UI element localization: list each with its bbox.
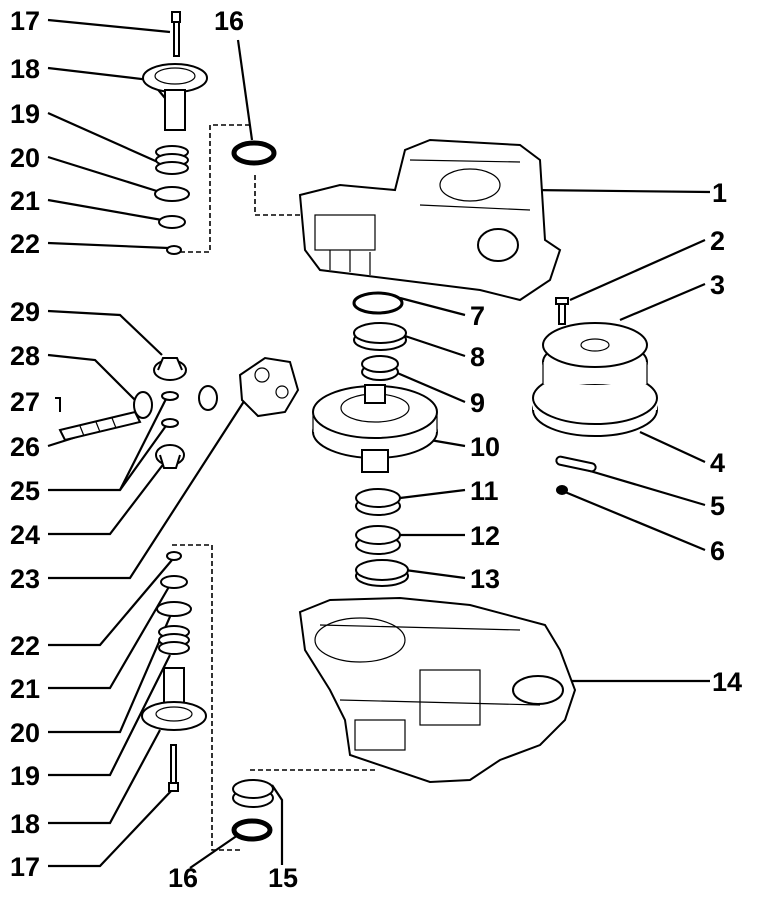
label-4: 4 bbox=[710, 448, 725, 478]
label-23: 23 bbox=[10, 564, 40, 594]
label-28: 28 bbox=[10, 341, 40, 371]
label-26: 26 bbox=[10, 432, 40, 462]
pinion-gear-29 bbox=[153, 357, 187, 381]
label-1: 1 bbox=[712, 178, 727, 208]
ring-gear-10 bbox=[312, 384, 438, 473]
label-21-bottom: 21 bbox=[10, 674, 40, 704]
label-14: 14 bbox=[712, 667, 742, 697]
side-gear-right bbox=[198, 385, 218, 411]
washer-25a bbox=[161, 391, 179, 401]
label-22-top: 22 bbox=[10, 229, 40, 259]
circlip-22-top bbox=[166, 245, 182, 255]
nut-6 bbox=[556, 485, 568, 495]
screw-2 bbox=[555, 297, 569, 325]
washer-21-bottom bbox=[160, 575, 188, 589]
flange-shaft-18-top bbox=[142, 63, 208, 131]
label-19-top: 19 bbox=[10, 99, 40, 129]
label-17-top: 17 bbox=[10, 6, 40, 36]
circlip-22-bottom bbox=[166, 551, 182, 561]
label-22-bottom: 22 bbox=[10, 631, 40, 661]
shaft-26 bbox=[58, 410, 142, 442]
lower-housing-14 bbox=[298, 596, 577, 784]
bolt-17-bottom bbox=[168, 744, 179, 792]
bearing-race-8 bbox=[353, 322, 407, 351]
callout-labels: 17 16 18 19 20 21 22 29 28 27 26 25 24 2… bbox=[10, 6, 742, 893]
label-6: 6 bbox=[710, 536, 725, 566]
label-21-top: 21 bbox=[10, 186, 40, 216]
label-20-bottom: 20 bbox=[10, 718, 40, 748]
label-25: 25 bbox=[10, 476, 40, 506]
label-11: 11 bbox=[470, 476, 499, 506]
leader-lines bbox=[47, 18, 711, 869]
label-9: 9 bbox=[470, 388, 485, 418]
washer-21-top bbox=[158, 215, 186, 229]
label-8: 8 bbox=[470, 342, 485, 372]
pin-27 bbox=[55, 397, 61, 412]
label-10: 10 bbox=[470, 432, 500, 462]
label-20-top: 20 bbox=[10, 143, 40, 173]
flange-shaft-18-bottom bbox=[141, 667, 207, 731]
washer-25b bbox=[161, 418, 179, 428]
diff-housing-23 bbox=[238, 356, 300, 418]
ring-13 bbox=[355, 559, 409, 587]
bearing-race-12 bbox=[355, 525, 401, 555]
label-19-bottom: 19 bbox=[10, 761, 40, 791]
label-13: 13 bbox=[470, 564, 500, 594]
label-17-bottom: 17 bbox=[10, 852, 40, 882]
label-7: 7 bbox=[470, 301, 485, 331]
bearing-15 bbox=[232, 779, 274, 808]
ring-20-bottom bbox=[156, 601, 192, 617]
differential-assembly-3-4 bbox=[532, 322, 658, 437]
label-24: 24 bbox=[10, 520, 40, 550]
ring-20-top bbox=[154, 186, 190, 202]
label-2: 2 bbox=[710, 226, 725, 256]
label-16-top: 16 bbox=[214, 6, 244, 36]
side-gear-24 bbox=[155, 444, 185, 469]
label-5: 5 bbox=[710, 491, 725, 521]
bolt-17-top bbox=[171, 11, 181, 57]
label-18-bottom: 18 bbox=[10, 809, 40, 839]
upper-housing-1 bbox=[298, 138, 562, 302]
label-29: 29 bbox=[10, 297, 40, 327]
label-16-bottom: 16 bbox=[168, 863, 198, 893]
spring-19-bottom bbox=[158, 625, 190, 655]
label-18-top: 18 bbox=[10, 54, 40, 84]
label-3: 3 bbox=[710, 270, 725, 300]
ring-7 bbox=[352, 291, 404, 315]
bearing-11 bbox=[355, 488, 401, 516]
label-15: 15 bbox=[268, 863, 298, 893]
bearing-9 bbox=[361, 355, 399, 381]
seal-16-top bbox=[231, 140, 277, 166]
spring-19-top bbox=[155, 145, 189, 175]
clip-5 bbox=[555, 455, 597, 473]
seal-16-bottom bbox=[231, 818, 273, 842]
label-27: 27 bbox=[10, 387, 40, 417]
pinion-gear-28 bbox=[133, 391, 153, 419]
label-12: 12 bbox=[470, 521, 500, 551]
